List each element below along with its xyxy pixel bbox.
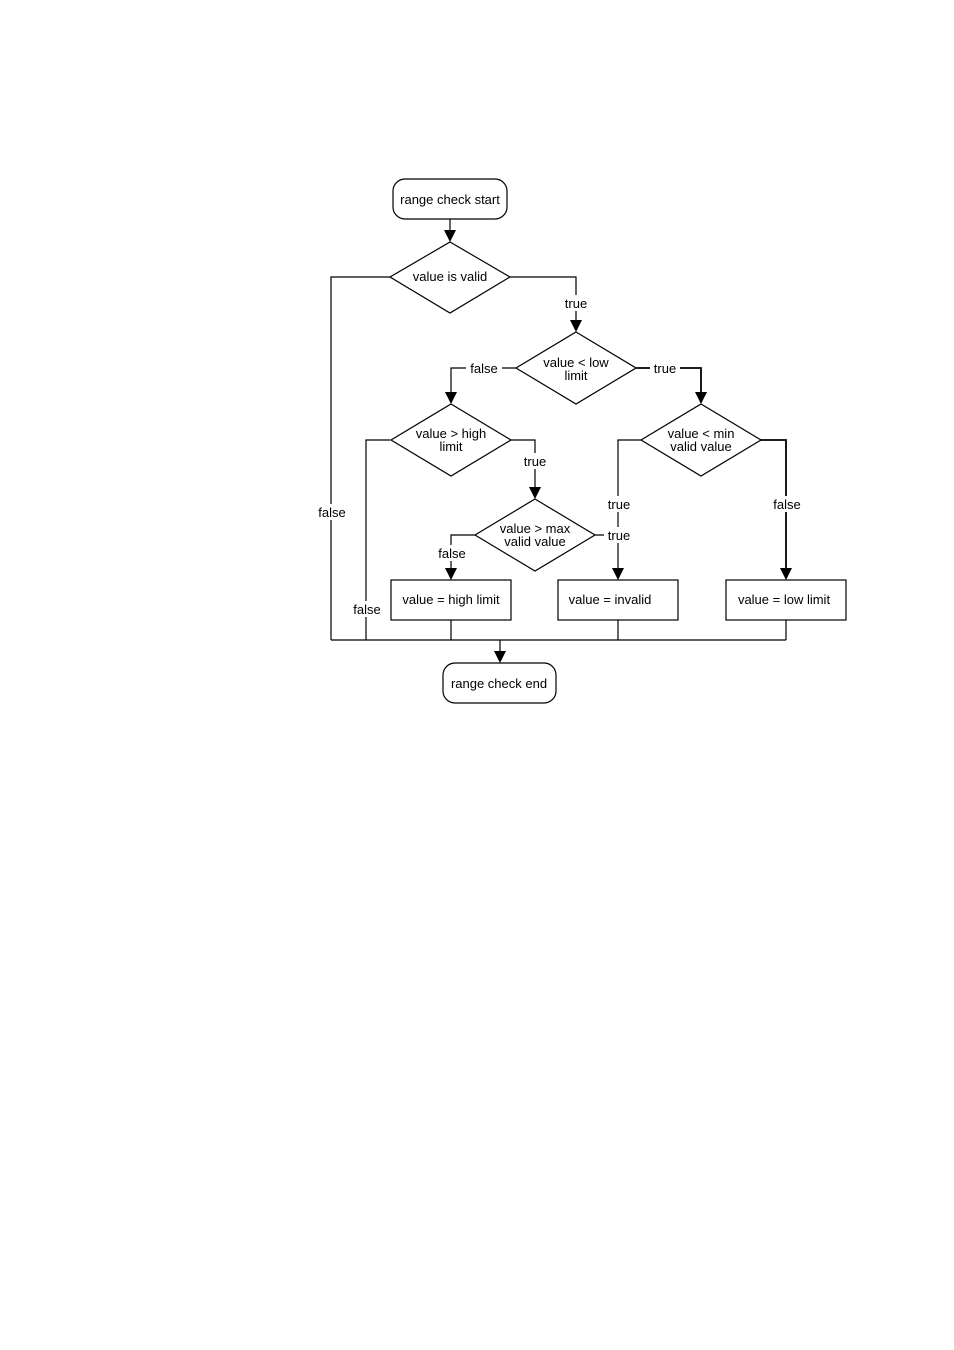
arrowhead-high-box: [445, 568, 457, 580]
process-set-invalid-label: value = invalid: [569, 592, 652, 607]
edge-valid-false: [331, 277, 390, 640]
arrowhead-low-box: [780, 568, 792, 580]
process-set-high-limit: value = high limit: [391, 580, 511, 620]
decision-value-gt-max-label-2: valid value: [504, 534, 565, 549]
decision-value-gt-high-limit: value > high limit: [391, 404, 511, 476]
arrowhead-high: [445, 392, 457, 404]
decision-value-is-valid-label: value is valid: [413, 269, 487, 284]
decision-value-gt-high-label-2: limit: [439, 439, 462, 454]
arrowhead-min: [695, 392, 707, 404]
arrowhead-invalid-box: [612, 568, 624, 580]
process-set-low-label: value = low limit: [738, 592, 831, 607]
decision-value-lt-min-valid: value < min valid value: [641, 404, 761, 476]
label-max-true: true: [608, 528, 630, 543]
arrowhead-end: [494, 651, 506, 663]
decision-value-gt-max-valid: value > max valid value: [475, 499, 595, 571]
node-start: range check start: [393, 179, 507, 219]
label-min-false: false: [773, 497, 800, 512]
arrowhead-valid: [444, 230, 456, 242]
label-valid-false: false: [318, 505, 345, 520]
node-end-label: range check end: [451, 676, 547, 691]
process-set-low-limit: value = low limit: [726, 580, 846, 620]
decision-value-lt-low-limit: value < low limit: [516, 332, 636, 404]
label-high-true: true: [524, 454, 546, 469]
arrowhead-max: [529, 487, 541, 499]
label-low-false: false: [470, 361, 497, 376]
node-end: range check end: [443, 663, 556, 703]
node-start-label: range check start: [400, 192, 500, 207]
process-set-invalid: value = invalid: [558, 580, 678, 620]
label-min-true: true: [608, 497, 630, 512]
label-valid-true: true: [565, 296, 587, 311]
label-max-false: false: [438, 546, 465, 561]
decision-value-lt-low-label-2: limit: [564, 368, 587, 383]
process-set-high-label: value = high limit: [402, 592, 500, 607]
label-low-true: true: [654, 361, 676, 376]
decision-value-lt-min-label-2: valid value: [670, 439, 731, 454]
decision-value-is-valid: value is valid: [390, 242, 510, 313]
arrowhead-low: [570, 320, 582, 332]
label-high-false: false: [353, 602, 380, 617]
